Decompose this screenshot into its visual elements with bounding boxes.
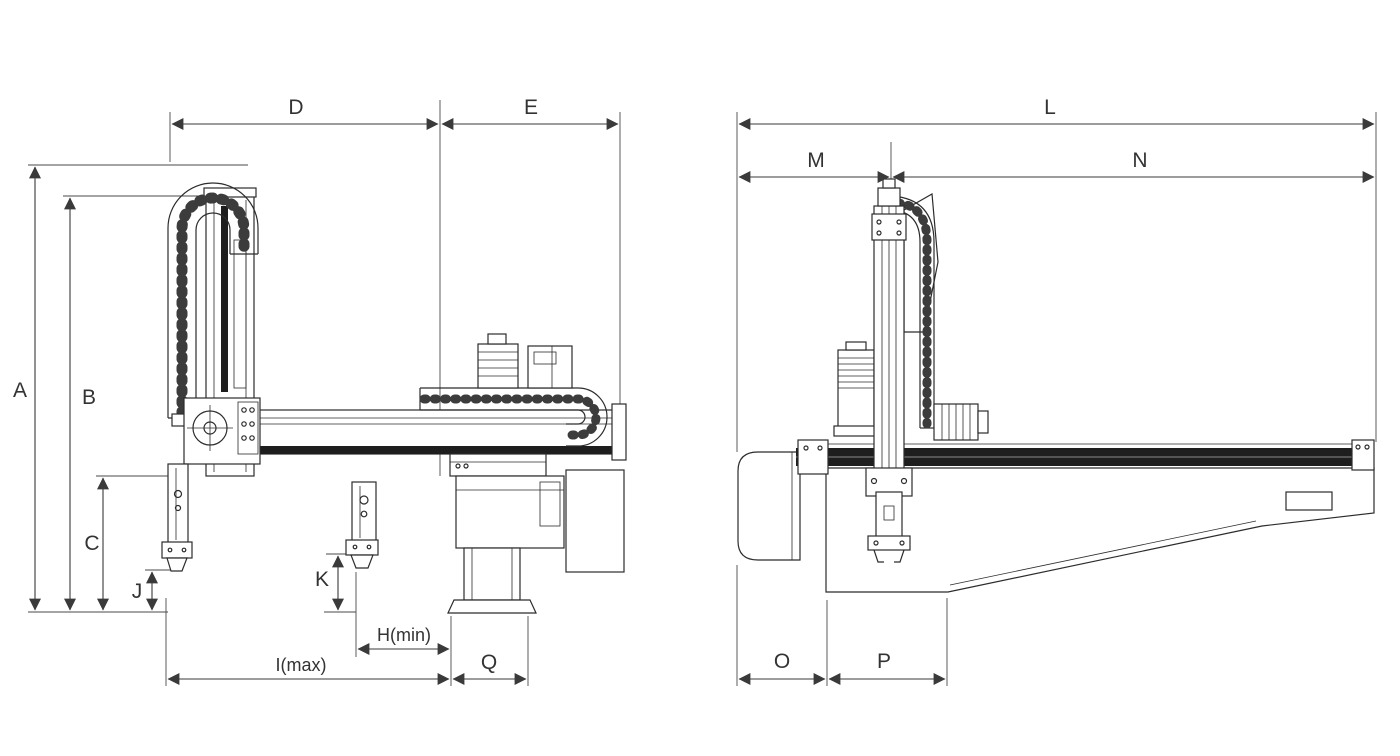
column-motor <box>833 341 879 437</box>
dimension-K: K <box>315 555 344 611</box>
machine-base <box>825 467 1375 593</box>
dimension-B: B <box>64 197 96 611</box>
side-view-extension-lines <box>28 100 621 686</box>
dim-label-c: C <box>84 532 99 555</box>
side-view-dimensions: D E A B C J K <box>13 96 619 685</box>
dim-label-p: P <box>877 650 891 673</box>
traverse-beam <box>195 403 627 461</box>
beam-gearbox <box>527 345 573 389</box>
dimension-H-min: H(min) <box>357 625 450 655</box>
dimension-N: N <box>892 149 1375 183</box>
dimension-L: L <box>738 96 1375 130</box>
sub-arm-gripper <box>345 481 379 569</box>
dimension-O: O <box>738 650 826 685</box>
horizontal-cable-chain <box>419 387 608 447</box>
dim-label-d: D <box>288 96 303 119</box>
dim-label-l: L <box>1044 96 1056 119</box>
arm-carriage-lower <box>865 467 913 563</box>
left-end-cover <box>737 451 801 561</box>
dim-label-e: E <box>524 96 538 119</box>
traverse-unit-base <box>447 453 625 614</box>
dim-label-a: A <box>13 379 27 402</box>
side-view: D E A B C J K <box>13 96 627 686</box>
main-arm-gripper <box>161 463 193 572</box>
dim-label-i-max: I(max) <box>276 655 327 675</box>
end-view: L M N O P <box>736 96 1377 686</box>
dim-label-j: J <box>132 580 143 603</box>
dimension-C: C <box>84 477 109 611</box>
dimension-M: M <box>738 149 890 183</box>
dimension-Q: Q <box>452 651 527 685</box>
dim-label-b: B <box>82 386 96 409</box>
robot-side-view-drawing <box>161 182 627 614</box>
vertical-arm-end <box>871 178 907 493</box>
beam-motor <box>477 333 519 389</box>
dimension-A: A <box>13 166 41 611</box>
end-view-extension-lines <box>736 112 1377 686</box>
end-view-dimensions: L M N O P <box>738 96 1375 685</box>
dimension-J: J <box>132 571 158 611</box>
dimension-D: D <box>171 96 439 130</box>
dim-label-o: O <box>774 650 790 673</box>
dim-label-n: N <box>1132 149 1147 172</box>
dim-label-q: Q <box>481 651 497 674</box>
dim-label-k: K <box>315 568 329 591</box>
robot-end-view-drawing <box>737 178 1375 593</box>
traverse-beam-long <box>796 439 1375 475</box>
dimension-I-max: I(max) <box>167 655 450 685</box>
dimension-E: E <box>441 96 619 130</box>
dim-label-h-min: H(min) <box>377 625 431 645</box>
dim-label-m: M <box>807 149 825 172</box>
column-carriage <box>183 397 261 465</box>
traverse-motor <box>933 403 989 441</box>
dimension-P: P <box>828 650 946 685</box>
